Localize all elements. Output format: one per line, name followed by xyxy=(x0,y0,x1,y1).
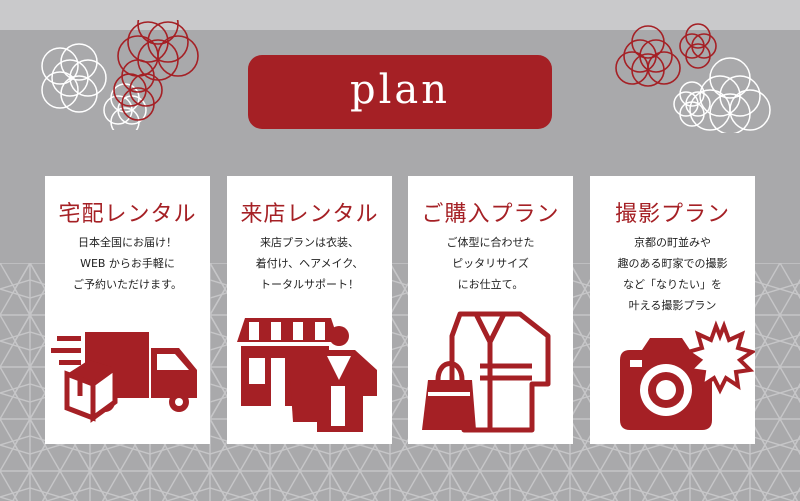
plan-card-photo[interactable]: 撮影プラン 京都の町並みや 趣のある町家での撮影 など「なりたい」を 叶える撮影… xyxy=(590,176,755,444)
delivery-truck-icon xyxy=(51,332,197,423)
card-title: 撮影プラン xyxy=(614,202,730,227)
desc-line: ピッタリサイズ xyxy=(452,257,529,270)
desc-line: など「なりたい」を xyxy=(623,278,722,291)
card-description: ご体型に合わせた ピッタリサイズ にお仕立て。 xyxy=(408,232,573,295)
card-title: ご購入プラン xyxy=(421,202,560,227)
plan-title: plan xyxy=(349,67,450,113)
plan-banner: plan xyxy=(248,55,552,129)
kimono-bag-icon xyxy=(422,311,551,433)
card-description: 京都の町並みや 趣のある町家での撮影 など「なりたい」を 叶える撮影プラン xyxy=(590,232,755,316)
desc-line: 叶える撮影プラン xyxy=(628,299,717,312)
card-title: 宅配レンタル xyxy=(58,202,197,227)
top-band xyxy=(0,0,800,30)
flower-decoration-right xyxy=(615,23,771,133)
desc-line: にお仕立て。 xyxy=(457,278,524,291)
desc-line: 京都の町並みや xyxy=(634,236,711,249)
desc-line: 日本全国にお届け！ xyxy=(78,236,177,249)
desc-line: ご体型に合わせた xyxy=(446,236,535,249)
desc-line: トータルサポート！ xyxy=(260,278,359,291)
camera-icon xyxy=(620,320,755,430)
plan-card-delivery[interactable]: 宅配レンタル 日本全国にお届け！ WEB からお手軽に ご予約いただけます。 xyxy=(45,176,210,444)
desc-line: 来店プランは衣装、 xyxy=(260,236,359,249)
shop-kimono-icon xyxy=(237,318,377,432)
plan-card-purchase[interactable]: ご購入プラン ご体型に合わせた ピッタリサイズ にお仕立て。 xyxy=(408,176,573,444)
desc-line: 趣のある町家での撮影 xyxy=(617,257,728,270)
flower-decoration-left xyxy=(41,20,199,130)
card-title: 来店レンタル xyxy=(240,202,379,227)
desc-line: ご予約いただけます。 xyxy=(73,278,182,291)
card-description: 来店プランは衣装、 着付け、ヘアメイク、 トータルサポート！ xyxy=(227,232,392,295)
desc-line: WEB からお手軽に xyxy=(80,257,175,270)
card-description: 日本全国にお届け！ WEB からお手軽に ご予約いただけます。 xyxy=(45,232,210,295)
plan-card-shop[interactable]: 来店レンタル 来店プランは衣装、 着付け、ヘアメイク、 トータルサポート！ xyxy=(227,176,392,444)
desc-line: 着付け、ヘアメイク、 xyxy=(255,257,364,270)
